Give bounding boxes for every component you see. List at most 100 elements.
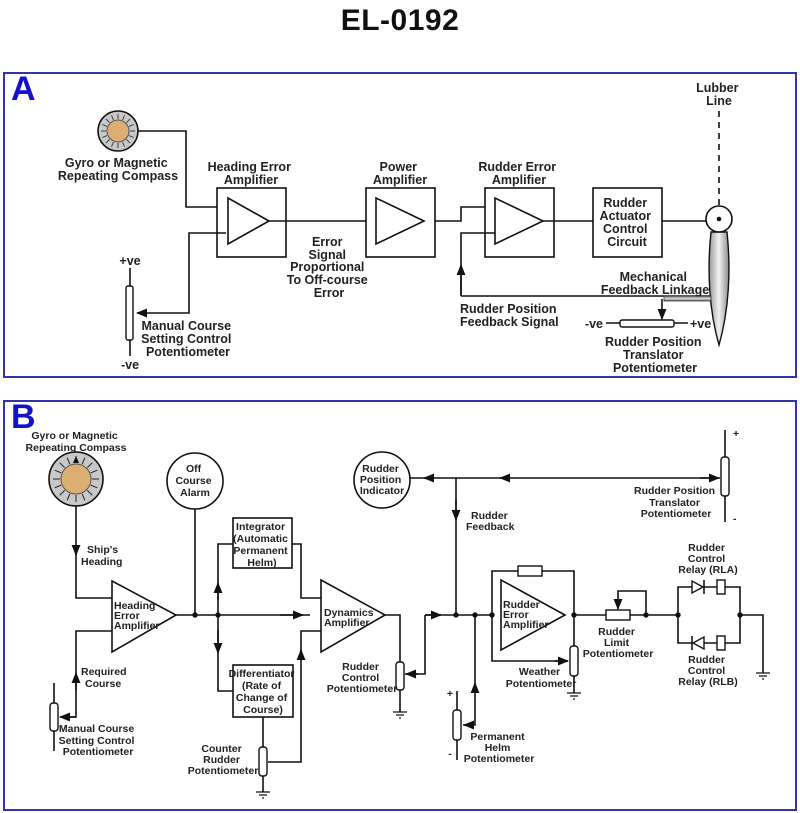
helm-plus: + — [447, 688, 453, 700]
relay-coil-b-icon — [716, 635, 726, 651]
rudder-position-indicator-label: Rudder Position Indicator — [360, 463, 404, 497]
diode-b-icon — [691, 635, 705, 651]
feedback-resistor — [517, 565, 543, 577]
integrator-box — [232, 517, 293, 569]
permanent-helm-pot-label: Permanent Helm Potentiometer — [464, 731, 535, 765]
translator-pot-b-label: Rudder Position Translator Potentiometer — [634, 485, 718, 520]
compass-tick — [86, 489, 93, 496]
compass-b-label: Gyro or Magnetic Repeating Compass — [26, 430, 127, 454]
rudder-position-translator-potentiometer — [619, 319, 675, 328]
manual-course-potentiometer — [125, 285, 134, 341]
compass-tick — [126, 139, 131, 144]
compass-tick — [128, 135, 134, 138]
panel-b-diagram: Gyro or Magnetic Repeating Compass Ship'… — [26, 428, 770, 799]
relay-coil-a-icon — [716, 579, 726, 595]
rudder-control-pot-label: Rudder Control Potentiometer — [327, 661, 398, 695]
rudder-position-indicator — [353, 451, 411, 509]
panel-a-letter: A — [11, 70, 36, 108]
neg-ve-label: -ve — [121, 358, 139, 372]
panel-a-diagram: Gyro or Magnetic Repeating Compass Headi… — [58, 81, 742, 375]
off-course-alarm-label: Off Course Alarm — [175, 463, 214, 499]
manual-pot-label: Manual Course Setting Control Potentiome… — [141, 319, 235, 359]
compass-tick — [66, 457, 71, 465]
compass-b-icon — [48, 451, 104, 507]
rudder-position-translator-potentiometer-b — [720, 456, 730, 497]
diode-a-icon — [691, 579, 705, 595]
ground-icon — [567, 692, 581, 700]
diagram-title: EL-0192 — [340, 4, 460, 37]
required-course-label: Required Course — [81, 666, 129, 690]
translator-plus: + — [733, 428, 739, 440]
pos-ve-label: +ve — [119, 254, 140, 268]
translator-pot-label: Rudder Position Translator Potentiometer — [605, 335, 705, 375]
rudder-limit-potentiometer — [605, 609, 631, 621]
error-signal-label: Error Signal Proportional To Off-course … — [287, 235, 372, 300]
translator-pos-ve: +ve — [690, 317, 711, 331]
rudder-limit-pot-label: Rudder Limit Potentiometer — [583, 626, 654, 660]
power-amplifier — [365, 187, 436, 258]
rudder-icon — [708, 231, 730, 348]
rudder-actuator-control-circuit — [592, 187, 663, 258]
panel-a: A — [3, 70, 797, 378]
compass-tick — [126, 118, 131, 123]
manual-course-potentiometer-b — [49, 702, 59, 732]
manual-pot-b-label: Manual Course Setting Control Potentiome… — [59, 723, 138, 758]
translator-neg-ve: -ve — [585, 317, 603, 331]
differentiator-label: Differentiator (Rate of Change of Course… — [229, 668, 298, 716]
translator-minus: - — [733, 513, 737, 525]
mechanical-feedback-linkage — [663, 295, 712, 302]
relay-a-label: Rudder Control Relay (RLA) — [678, 542, 738, 576]
compass-tick — [86, 462, 93, 469]
ground-icon — [756, 672, 770, 680]
helm-minus: - — [448, 748, 452, 760]
compass-tick — [102, 135, 108, 138]
compass-tick — [105, 139, 110, 144]
compass-tick — [102, 124, 108, 127]
ground-icon — [256, 791, 270, 799]
rudder-control-potentiometer — [395, 661, 405, 691]
rudder-error-amp-b-label: Rudder Error Amplifier — [503, 599, 549, 631]
relay-b-label: Rudder Control Relay (RLB) — [678, 654, 738, 688]
compass-tick — [59, 489, 66, 496]
compass-tick — [81, 457, 86, 465]
counter-rudder-pot-label: Counter Rudder Potentiometer — [188, 743, 259, 777]
compass-tick — [81, 493, 86, 501]
compass-tick — [54, 469, 62, 474]
compass-tick — [90, 484, 98, 489]
compass-tick — [105, 118, 110, 123]
heading-error-amplifier-label: Heading Error Amplifier — [208, 160, 295, 187]
differentiator-box — [232, 664, 294, 718]
power-amplifier-label: Power Amplifier — [373, 160, 427, 187]
compass-tick — [128, 124, 134, 127]
off-course-alarm — [166, 452, 224, 510]
counter-rudder-potentiometer — [258, 746, 268, 777]
compass-label: Gyro or Magnetic Repeating Compass — [58, 156, 178, 183]
panel-b: B — [3, 398, 797, 811]
compass-tick — [122, 115, 125, 121]
rudder-error-amplifier-b — [500, 578, 567, 652]
ground-icon — [393, 711, 407, 719]
mechanical-feedback-label: Mechanical Feedback Linkage — [601, 270, 709, 297]
weather-pot-label: Weather Potentiometer — [506, 666, 577, 690]
compass-tick — [90, 469, 98, 474]
dynamics-amp-label: Dynamics Amplifier — [324, 607, 377, 629]
dynamics-amplifier — [320, 578, 387, 654]
relay-b — [691, 635, 726, 651]
heading-error-amp-b-label: Heading Error Amplifier — [114, 600, 160, 632]
panel-b-letter: B — [11, 398, 36, 436]
feedback-signal-label: Rudder Position Feedback Signal — [460, 302, 560, 329]
weather-potentiometer — [569, 645, 579, 677]
compass-tick — [122, 141, 125, 147]
compass-tick — [111, 115, 114, 121]
rudder-error-amplifier-label: Rudder Error Amplifier — [478, 160, 559, 187]
compass-tick — [111, 141, 114, 147]
rudder-feedback-label: Rudder Feedback — [466, 510, 515, 533]
actuator-label: Rudder Actuator Control Circuit — [600, 196, 655, 249]
integrator-label: Integrator (Automatic Permanent Helm) — [233, 521, 291, 569]
lubber-line-label: Lubber Line — [696, 81, 742, 108]
ships-heading-label: Ship's Heading — [81, 544, 122, 568]
compass-icon — [97, 110, 139, 152]
compass-tick — [54, 484, 62, 489]
compass-tick — [59, 462, 66, 469]
